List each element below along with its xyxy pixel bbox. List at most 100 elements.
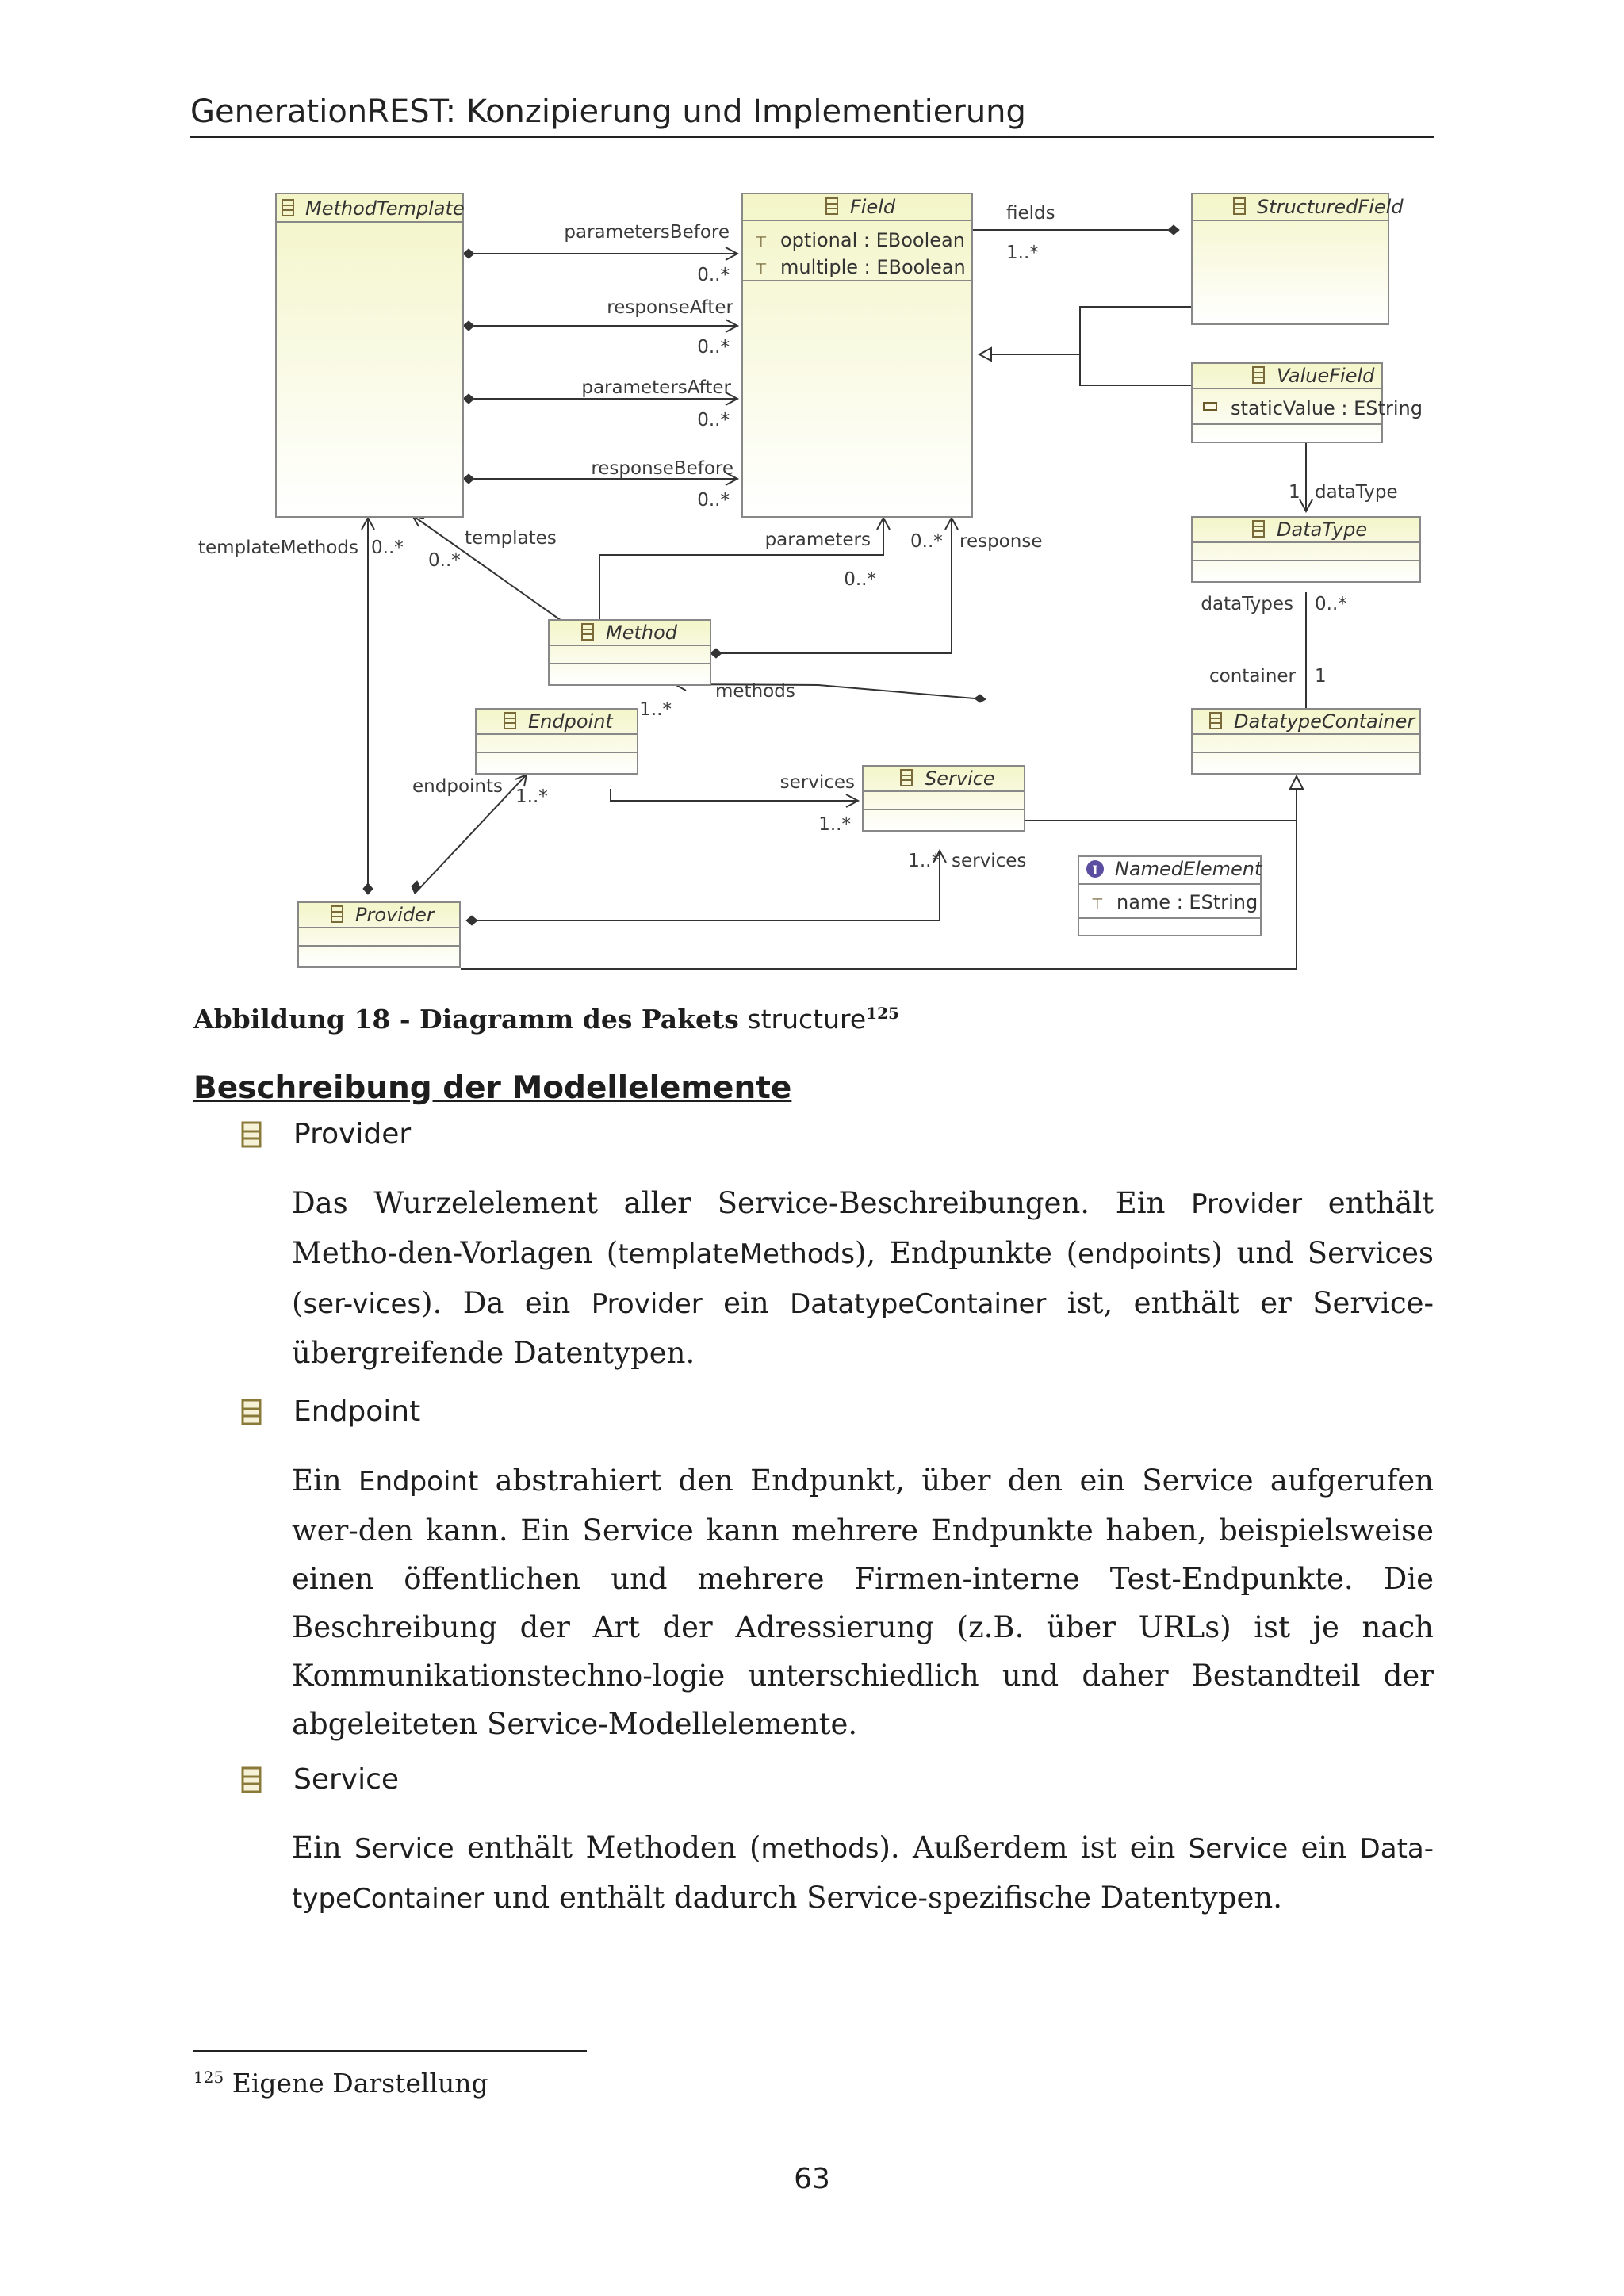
- class-name: DatatypeContainer: [1234, 710, 1416, 733]
- element-description-endpoint: Ein Endpoint abstrahiert den Endpunkt, ü…: [292, 1456, 1434, 1748]
- element-name: Service: [293, 1763, 400, 1796]
- multiplicity: 1: [1315, 666, 1327, 687]
- description-text: Das Wurzelelement aller Service-Beschrei…: [292, 1186, 1192, 1220]
- label-data-types: dataTypes: [1201, 594, 1293, 614]
- description-text: ) und Services (: [292, 1236, 1434, 1320]
- multiplicity: 0..*: [428, 550, 461, 571]
- class-method: Method: [548, 619, 711, 686]
- description-text: Ein: [292, 1464, 358, 1498]
- multiplicity: 1..*: [1006, 243, 1039, 263]
- model-term: templateMethods: [618, 1238, 855, 1270]
- label-parameters: parameters: [765, 530, 871, 550]
- label-services: services: [952, 851, 1026, 871]
- description-text: enthält Methoden (: [454, 1831, 761, 1865]
- multiplicity: 1: [1289, 482, 1300, 503]
- footnote-text: Eigene Darstellung: [232, 2068, 488, 2099]
- multiplicity: 0..*: [371, 538, 404, 558]
- multiplicity: 1..*: [908, 851, 940, 871]
- class-method-template: MethodTemplate: [275, 193, 465, 518]
- class-value-field: ValueField staticValue : EString: [1191, 362, 1423, 443]
- class-name: MethodTemplate: [305, 197, 465, 220]
- interface-icon: [1086, 860, 1104, 878]
- model-term: methods: [760, 1833, 879, 1865]
- label-container: container: [1209, 666, 1297, 687]
- attribute-icon: ⊤: [755, 261, 768, 277]
- element-heading-provider: Provider: [241, 1118, 411, 1150]
- association-lines: [367, 229, 1307, 970]
- footnote-number: 125: [193, 2068, 224, 2087]
- model-term: endpoints: [1078, 1238, 1212, 1270]
- class-name: Field: [850, 196, 896, 218]
- class-icon: [241, 1399, 262, 1425]
- field-attribute-optional: optional : EBoolean: [780, 229, 965, 251]
- class-name: StructuredField: [1257, 196, 1404, 218]
- class-datatype-container: DatatypeContainer: [1191, 708, 1421, 775]
- class-icon: [241, 1766, 262, 1793]
- label-endpoints: endpoints: [412, 776, 503, 797]
- description-text: abstrahiert den Endpunkt, über den ein S…: [292, 1464, 1434, 1741]
- description-text: und enthält dadurch Service-spezifische …: [484, 1881, 1283, 1915]
- class-endpoint: Endpoint: [475, 708, 638, 775]
- interface-named-element: I NamedElement ⊤ name : EString: [1078, 855, 1263, 936]
- model-term: Service: [354, 1833, 454, 1865]
- multiplicity: 1..*: [515, 786, 548, 807]
- class-name: Method: [606, 622, 678, 644]
- attribute-icon: [1203, 402, 1217, 411]
- model-term: Provider: [1191, 1188, 1303, 1220]
- page-number: 63: [794, 2163, 830, 2195]
- element-name: Endpoint: [293, 1395, 421, 1428]
- multiplicity: 0..*: [844, 569, 876, 590]
- class-service: Service: [862, 765, 1025, 832]
- label-response-after: responseAfter: [607, 297, 733, 318]
- uml-class-diagram: MethodTemplate Field ⊤ optional : EBoole…: [198, 193, 1423, 970]
- label-parameters-after: parametersAfter: [581, 377, 731, 398]
- association-labels: parametersBefore 0..* responseAfter 0..*…: [198, 203, 1398, 871]
- attribute-icon: ⊤: [1091, 896, 1104, 913]
- multiplicity: 0..*: [910, 531, 943, 552]
- element-name: Provider: [293, 1118, 412, 1150]
- element-heading-service: Service: [241, 1763, 399, 1796]
- multiplicity: 0..*: [697, 337, 730, 358]
- class-name: Provider: [355, 904, 436, 926]
- element-description-provider: Das Wurzelelement aller Service-Beschrei…: [292, 1179, 1434, 1377]
- class-name: DataType: [1277, 519, 1367, 541]
- label-services: services: [780, 772, 855, 793]
- label-templates: templates: [465, 528, 557, 549]
- class-name: Endpoint: [528, 710, 614, 733]
- description-text: ist, enthält er Service-übergreifende Da…: [292, 1286, 1434, 1370]
- attribute-icon: ⊤: [755, 234, 768, 251]
- model-term: ser-vices: [303, 1288, 422, 1320]
- description-text: ). Außerdem ist ein: [879, 1831, 1189, 1865]
- multiplicity: 0..*: [1315, 594, 1347, 614]
- multiplicity: 0..*: [697, 265, 730, 285]
- description-text: ), Endpunkte (: [854, 1236, 1078, 1270]
- class-data-type: DataType: [1191, 516, 1421, 583]
- label-fields: fields: [1006, 203, 1055, 224]
- section-heading: Beschreibung der Modellelemente: [193, 1070, 792, 1106]
- label-response: response: [959, 531, 1042, 552]
- figure-caption: Abbildung 18 - Diagramm des Pakets struc…: [193, 1004, 899, 1035]
- model-term: Data-typeContainer: [292, 1833, 1434, 1915]
- named-element-attribute: name : EString: [1116, 891, 1258, 913]
- class-structured-field: StructuredField: [1191, 193, 1404, 325]
- multiplicity: 1..*: [639, 699, 672, 720]
- label-parameters-before: parametersBefore: [564, 222, 730, 243]
- description-text: ). Da ein: [421, 1286, 592, 1320]
- model-term: DatatypeContainer: [790, 1288, 1047, 1320]
- label-template-methods: templateMethods: [198, 538, 358, 558]
- class-name: ValueField: [1277, 365, 1375, 387]
- description-text: Ein: [292, 1831, 354, 1865]
- description-text: ein: [1288, 1831, 1360, 1865]
- label-response-before: responseBefore: [591, 458, 733, 479]
- label-data-type: dataType: [1315, 482, 1398, 503]
- field-attribute-multiple: multiple : EBoolean: [780, 256, 966, 278]
- description-text: enthält Metho-den-Vorlagen (: [292, 1186, 1434, 1270]
- running-header: GenerationREST: Konzipierung und Impleme…: [190, 94, 1026, 130]
- multiplicity: 1..*: [818, 814, 851, 835]
- element-description-service: Ein Service enthält Methoden (methods). …: [292, 1823, 1434, 1923]
- footnote-rule: [193, 2050, 587, 2052]
- class-provider: Provider: [297, 901, 461, 968]
- element-heading-endpoint: Endpoint: [241, 1395, 420, 1428]
- model-term: Provider: [591, 1288, 703, 1320]
- class-icon: [241, 1121, 262, 1147]
